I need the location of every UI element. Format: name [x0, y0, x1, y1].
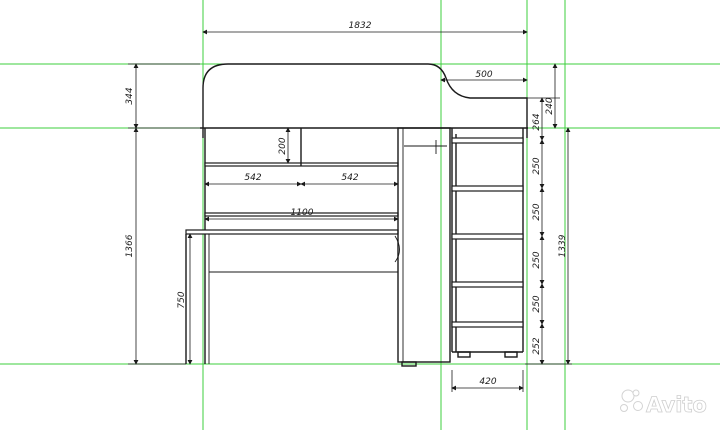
- label-total-width: 1832: [349, 21, 372, 31]
- label-ladder-top-width: 500: [475, 70, 492, 80]
- label-ladder-width: 420: [479, 377, 496, 387]
- label-headboard-height: 344: [125, 87, 135, 104]
- ladder-step: [451, 321, 524, 328]
- avito-watermark: Avito: [620, 389, 707, 417]
- label-shelf-height: 200: [278, 137, 288, 154]
- label-total-height: 1366: [125, 234, 135, 257]
- label-shelf-right-width: 542: [341, 173, 358, 183]
- label-step: 250: [532, 251, 542, 268]
- label-step: 250: [532, 203, 542, 220]
- ladder-step: [451, 281, 524, 288]
- ladder-step: [451, 233, 524, 240]
- watermark-text: Avito: [646, 393, 707, 417]
- label-bottom-step: 252: [532, 337, 542, 354]
- desk-top: [185, 229, 399, 235]
- label-step: 250: [532, 157, 542, 174]
- avito-logo-icon: [620, 389, 643, 412]
- label-upper-step: 264: [532, 113, 542, 130]
- dimension-labels: 1832 500 344 1366 240 264 1339 250 250 2…: [125, 21, 568, 387]
- label-step: 250: [532, 295, 542, 312]
- dimension-lines: [128, 29, 572, 392]
- ladder-step: [451, 185, 524, 192]
- ladder-foot: [504, 351, 518, 358]
- wardrobe-cabinet: [397, 127, 451, 363]
- label-ladder-height: 1339: [558, 234, 568, 257]
- headboard-outline: [202, 63, 528, 128]
- label-ladder-top-height: 240: [545, 97, 555, 114]
- desk-curve: [394, 235, 400, 263]
- ladder-step: [451, 137, 524, 144]
- label-shelf-left-width: 542: [244, 173, 261, 183]
- label-desk-height: 750: [177, 291, 187, 308]
- ladder-foot: [457, 351, 471, 358]
- cabinet-foot: [401, 361, 417, 367]
- label-desk-width: 1100: [291, 208, 314, 218]
- bed-structure: [185, 63, 528, 367]
